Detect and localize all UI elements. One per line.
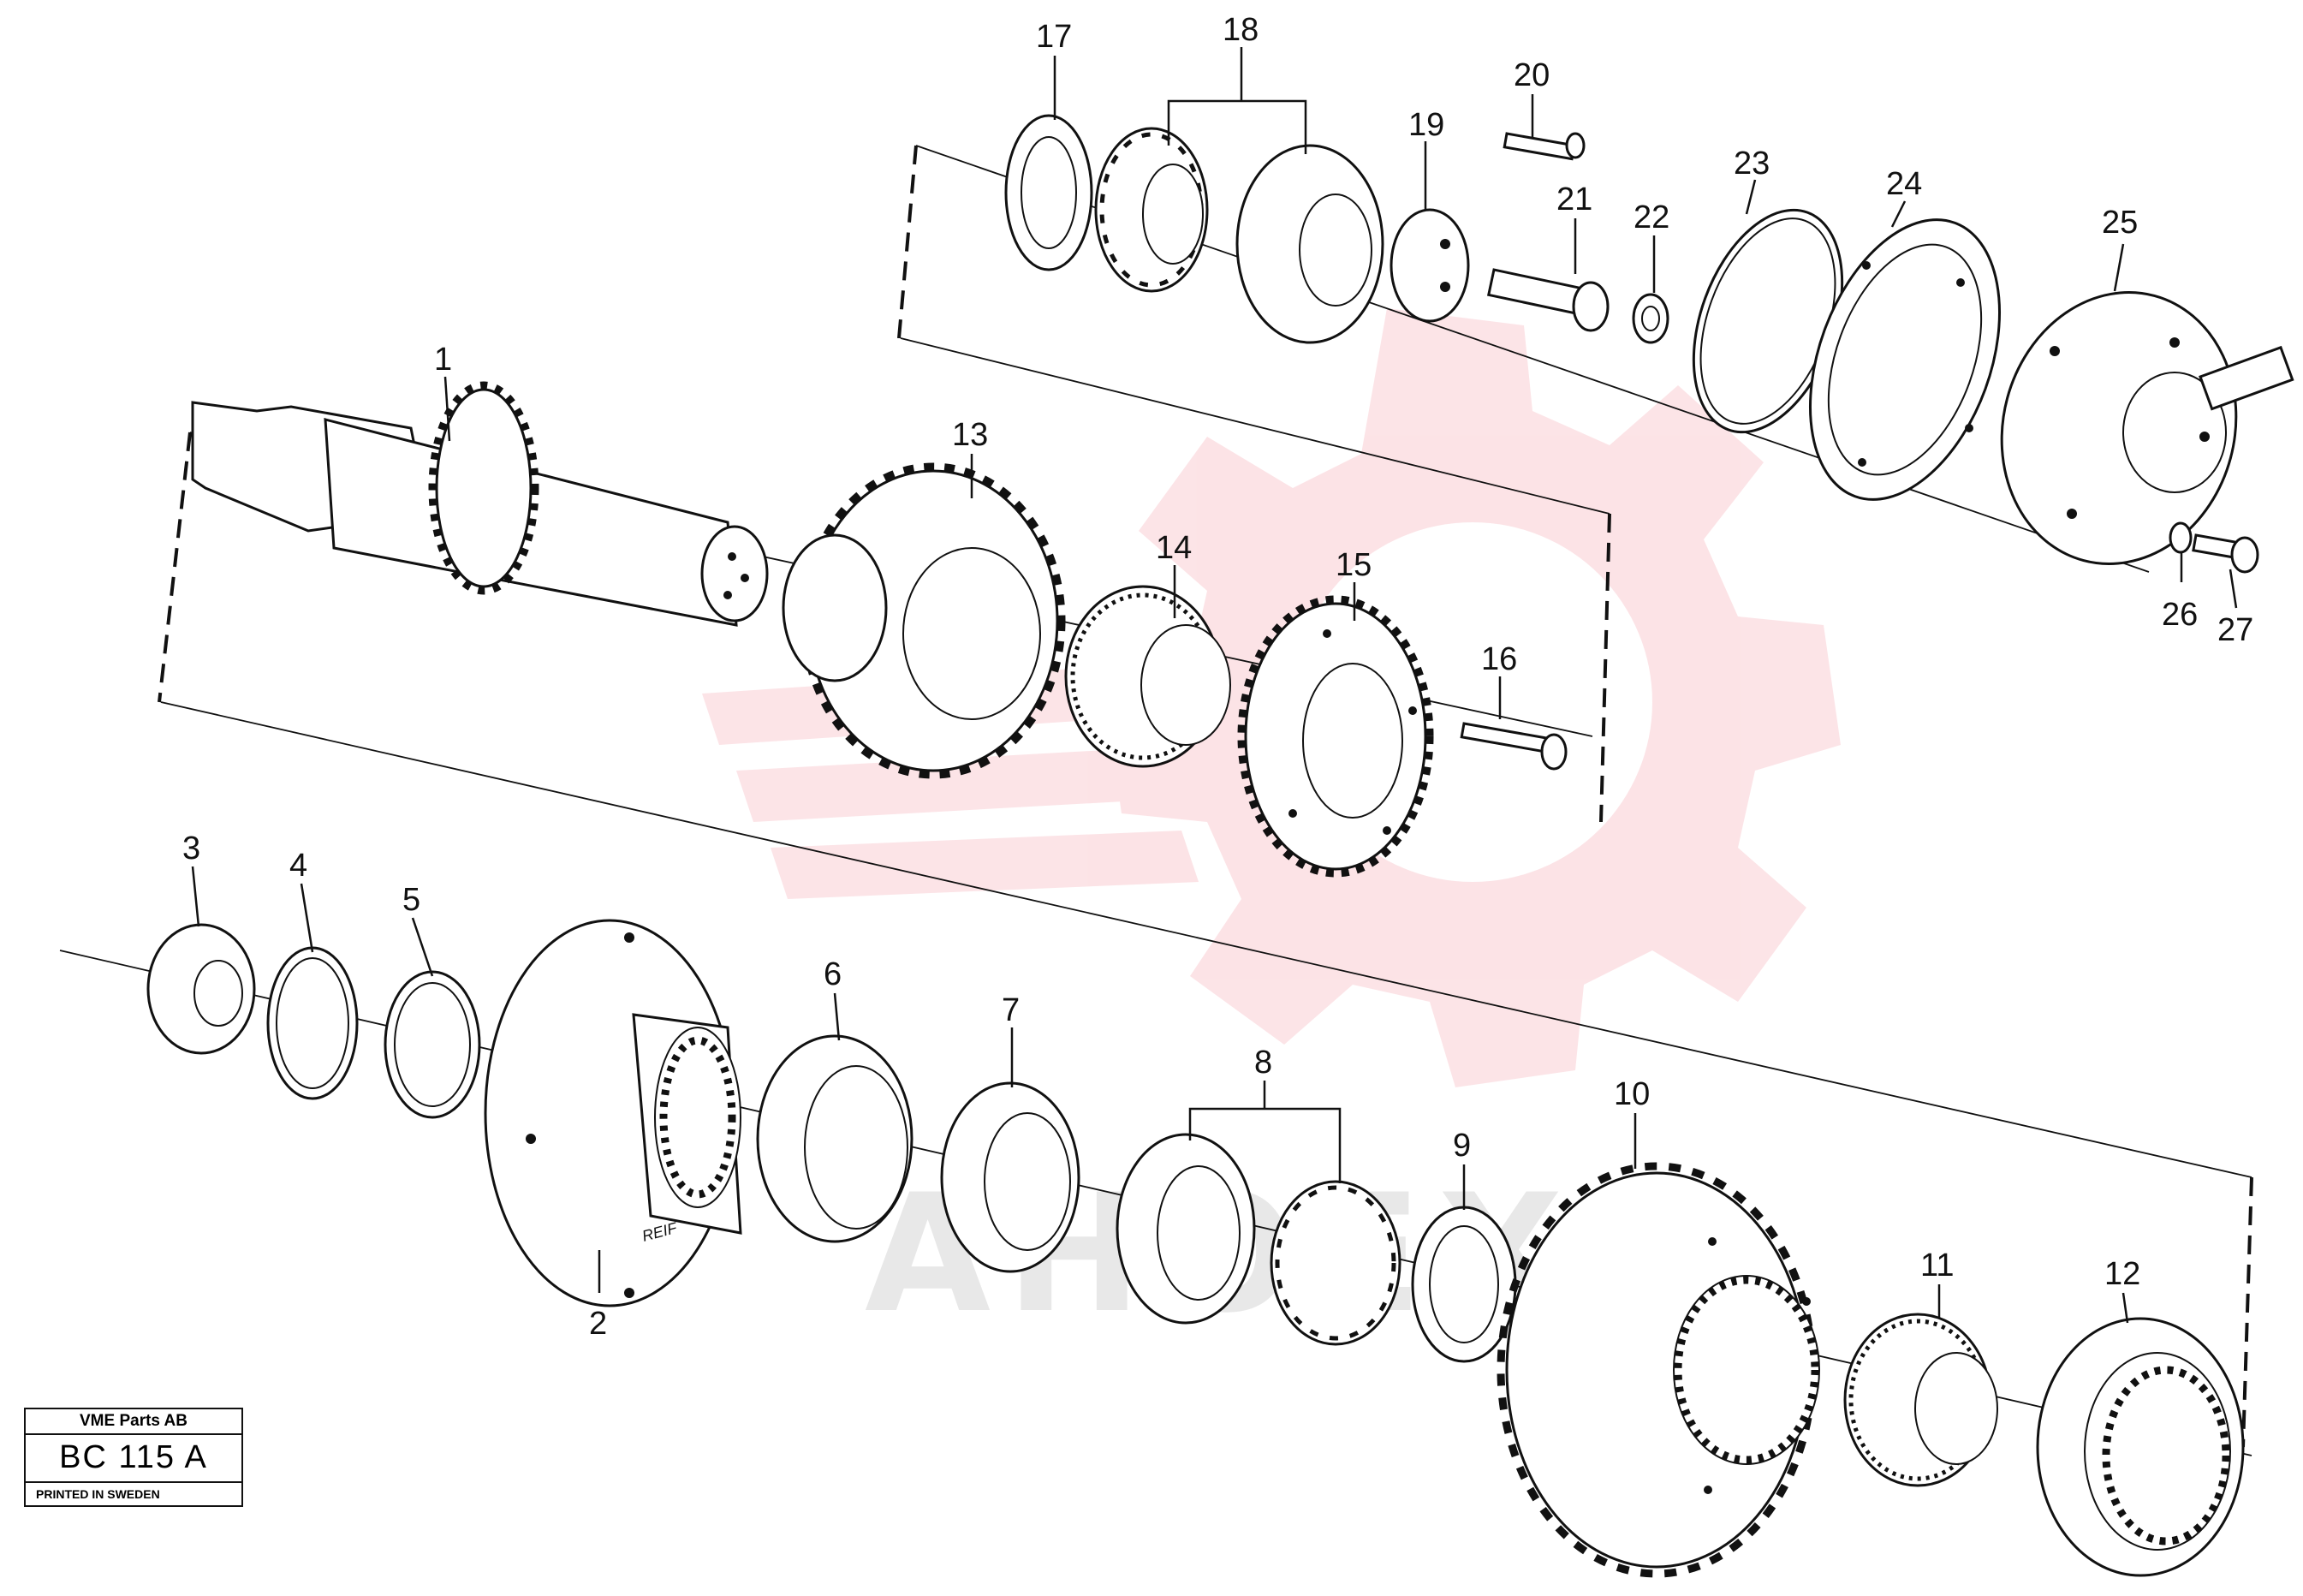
part-5-lock-washer — [384, 970, 481, 1119]
callout-13: 13 — [952, 417, 988, 453]
part-1-shaft — [191, 381, 769, 627]
title-block-code: BC 115 A — [59, 1439, 208, 1475]
part-6-seal — [756, 1034, 913, 1243]
part-8-taper-bearing — [1116, 1133, 1401, 1346]
part-22-ring — [1632, 293, 1669, 344]
callout-19: 19 — [1408, 107, 1444, 143]
part-13-gear — [782, 462, 1066, 779]
part-9-shim — [1411, 1206, 1517, 1363]
part-17-shim — [1004, 114, 1093, 271]
callout-5: 5 — [402, 882, 420, 918]
part-4-circlip — [266, 946, 359, 1100]
callout-11: 11 — [1920, 1248, 1954, 1283]
callout-18: 18 — [1223, 12, 1259, 48]
callout-2: 2 — [589, 1306, 607, 1342]
part-11-needle-bearing — [1843, 1313, 1998, 1487]
part-15-gear — [1237, 595, 1434, 878]
callout-25: 25 — [2102, 205, 2138, 241]
callout-16: 16 — [1481, 641, 1517, 677]
callout-1: 1 — [434, 342, 452, 378]
callout-7: 7 — [1002, 992, 1020, 1028]
callout-6: 6 — [824, 956, 842, 992]
part-19-cap — [1390, 208, 1470, 323]
callout-8: 8 — [1254, 1045, 1272, 1081]
title-block-printed: PRINTED IN SWEDEN — [26, 1481, 241, 1504]
callout-27: 27 — [2217, 612, 2253, 648]
title-block: VME Parts AB BC 115 A PRINTED IN SWEDEN — [24, 1408, 243, 1507]
callout-21: 21 — [1556, 182, 1592, 217]
callout-labels: 1 2 3 4 5 6 7 8 9 10 11 12 13 14 15 16 1… — [182, 12, 2253, 1342]
callout-14: 14 — [1156, 530, 1192, 566]
callout-26: 26 — [2162, 597, 2198, 633]
callout-9: 9 — [1453, 1128, 1471, 1164]
part-7-bearing-cup — [940, 1081, 1080, 1273]
part-18-taper-bearing — [1094, 127, 1384, 344]
callout-22: 22 — [1634, 200, 1669, 235]
part-10-gear — [1497, 1162, 1820, 1578]
watermark-gear-icon — [1104, 308, 1841, 1087]
callout-12: 12 — [2104, 1256, 2140, 1292]
part-3-nut — [146, 923, 256, 1055]
part-2-flange: REIF — [484, 919, 742, 1307]
part-21-sensor — [1486, 268, 1610, 332]
part-23-o-ring — [1692, 208, 1844, 434]
part-27-bolt — [2192, 533, 2259, 574]
leader-lines — [191, 47, 2238, 1324]
part-14-needle-bearing — [1064, 585, 1231, 768]
callout-17: 17 — [1036, 19, 1072, 55]
callout-3: 3 — [182, 831, 200, 866]
callout-24: 24 — [1886, 166, 1922, 202]
part-26-washer — [2169, 521, 2193, 554]
part-24-gasket — [1808, 218, 2002, 501]
callout-10: 10 — [1614, 1076, 1650, 1112]
part-20-screw — [1503, 132, 1586, 161]
assembly-brackets — [158, 145, 2253, 1448]
callout-23: 23 — [1734, 146, 1770, 182]
callout-4: 4 — [289, 848, 307, 884]
part-16-bolt — [1460, 722, 1568, 771]
callout-20: 20 — [1514, 57, 1550, 93]
part-12-sleeve — [2036, 1317, 2245, 1577]
part-25-flange-cover — [2000, 291, 2294, 565]
callout-15: 15 — [1336, 547, 1372, 583]
title-block-company: VME Parts AB — [26, 1409, 241, 1435]
